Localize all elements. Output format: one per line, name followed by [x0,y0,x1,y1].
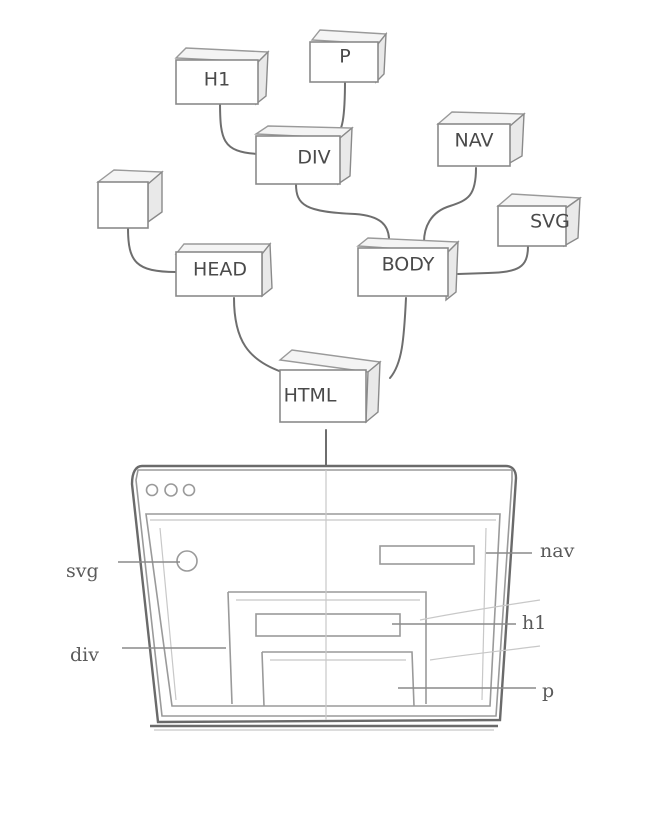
window-dot-1-icon [145,483,159,497]
edge-body-html [389,297,407,379]
edge-head-html [233,297,283,373]
edge-h1-div [219,99,259,155]
tree-node-p: P [309,29,388,84]
node-label-html: HTML [284,385,337,407]
window-dot-3-icon [182,483,196,497]
annotation-h1: h1 [522,612,546,634]
edge-nav-body [423,167,477,243]
tree-edges [127,79,529,467]
annotation-svg: svg [66,560,99,582]
window-dot-2-icon [164,483,178,497]
tree-node-div: DIV [253,125,354,186]
edge-headchild-head [127,227,177,273]
tree-node-head-child [96,169,164,229]
node-label-div: DIV [297,147,330,169]
page-svg-circle-icon [176,550,198,572]
tree-node-nav: NAV [436,111,526,167]
tree-node-head: HEAD [174,242,273,298]
annotation-p: p [542,680,554,702]
page-h1-bar [255,613,401,637]
node-label-nav: NAV [455,130,494,152]
tree-node-html: HTML [278,349,382,424]
annotation-div: div [70,644,99,666]
node-label-body: BODY [382,254,435,276]
edge-div-body [295,183,390,239]
annotation-nav: nav [540,540,575,562]
tree-node-h1: H1 [174,47,270,106]
node-label-p: P [339,46,350,68]
page-nav-bar [379,545,475,565]
browser-window-sketch [130,464,541,731]
tree-node-body: BODY [356,237,460,302]
node-label-svg: SVG [530,211,570,233]
annotations: svg div nav h1 p [66,540,575,702]
edge-svg-body [457,245,529,275]
node-label-head: HEAD [193,259,247,281]
node-label-h1: H1 [204,69,230,91]
tree-node-svg: SVG [496,193,583,248]
